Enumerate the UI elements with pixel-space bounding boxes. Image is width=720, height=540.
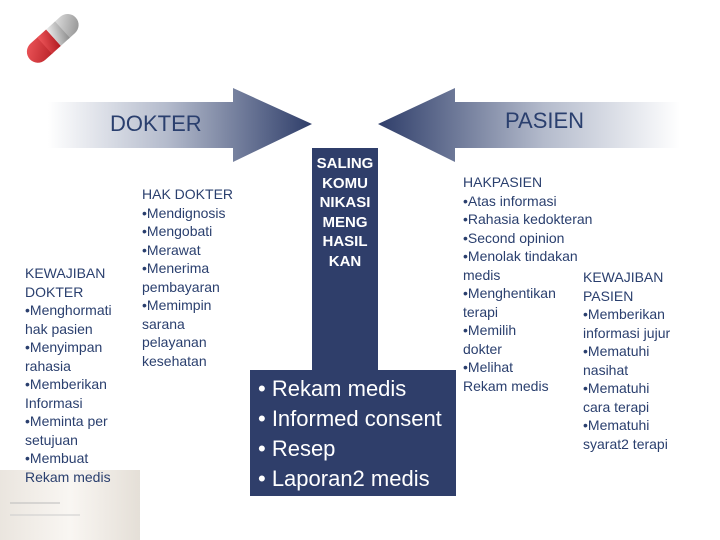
doctor-rights-item: •Memimpin sarana pelayanan kesehatan (142, 297, 212, 369)
doctor-rights-item: •Merawat (142, 241, 201, 258)
doctor-label: DOKTER (110, 111, 202, 136)
patient-label: PASIEN (505, 108, 585, 133)
patient-rights-item: •Menolak tindakan medis (463, 248, 578, 283)
patient-obligations-item: •Memberikan informasi jujur (583, 306, 671, 341)
documents-list: • Rekam medis • Informed consent • Resep… (258, 374, 442, 494)
patient-arrow (378, 88, 680, 162)
patient-rights-item: •Menghentikan terapi (463, 285, 556, 320)
doctor-obligations-item: •Membuat Rekam medis (25, 450, 111, 485)
doctor-rights-title: HAK DOKTER (142, 186, 234, 202)
doctor-rights-item: •Mengobati (142, 223, 213, 239)
patient-rights-title: HAKPASIEN (463, 174, 543, 190)
doctor-obligations: KEWAJIBAN DOKTER •Menghormati hak pasien… (25, 264, 112, 486)
doctor-obligations-item: •Menghormati hak pasien (25, 302, 112, 337)
doctor-obligations-item: •Menyimpan rahasia (25, 339, 103, 374)
patient-rights-item: •Memilih dokter (463, 322, 517, 357)
patient-obligations-title: KEWAJIBAN PASIEN (583, 269, 664, 304)
documents-item: • Informed consent (258, 406, 442, 431)
patient-rights-item: •Second opinion (463, 229, 565, 246)
patient-rights-item: •Atas informasi (463, 192, 557, 209)
doctor-obligations-item: •Memberikan Informasi (25, 376, 107, 411)
doctor-rights-item: •Menerima pembayaran (142, 260, 220, 295)
documents-box (250, 370, 456, 496)
documents-item: • Resep (258, 436, 336, 461)
patient-rights-item: •Melihat Rekam medis (463, 359, 549, 394)
doctor-rights: HAK DOKTER •Mendignosis •Mengobati •Mera… (142, 185, 233, 370)
patient-rights: HAKPASIEN •Atas informasi •Rahasia kedok… (463, 173, 592, 395)
documents-item: • Laporan2 medis (258, 466, 430, 491)
patient-rights-item: •Rahasia kedokteran (463, 211, 593, 227)
capsule-pill-icon (26, 13, 79, 63)
doctor-rights-item: •Mendignosis (142, 204, 226, 221)
communication-bar (312, 148, 378, 370)
patient-obligations-item: •Mematuhi cara terapi (583, 380, 650, 415)
communication-text: SALING KOMU NIKASI MENG HASIL KAN (316, 155, 374, 270)
patient-obligations-item: •Mematuhi nasihat (583, 343, 650, 378)
doctor-obligations-title: KEWAJIBAN DOKTER (25, 265, 106, 300)
patient-obligations-item: •Mematuhi syarat2 terapi (583, 417, 668, 452)
medicine-bottle-icon (0, 470, 140, 540)
doctor-obligations-item: •Meminta per setujuan (25, 413, 108, 448)
patient-obligations: KEWAJIBAN PASIEN •Memberikan informasi j… (583, 268, 670, 453)
doctor-arrow (48, 88, 312, 162)
documents-item: • Rekam medis (258, 376, 407, 401)
